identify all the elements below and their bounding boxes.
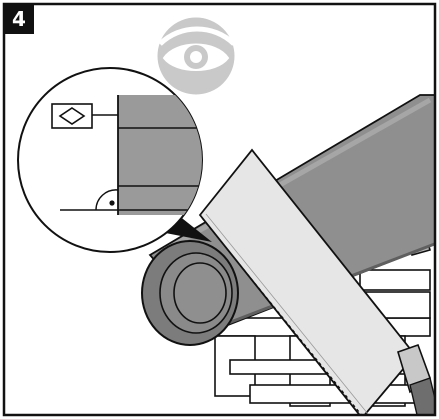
perpendicularity-mark [95,189,119,211]
diamond-flatness-symbol [51,103,93,129]
callout-circle [17,67,203,253]
eye-icon [154,14,238,98]
step-number: 4 [12,7,26,31]
step-badge [4,4,34,34]
saw-blade [198,148,435,415]
